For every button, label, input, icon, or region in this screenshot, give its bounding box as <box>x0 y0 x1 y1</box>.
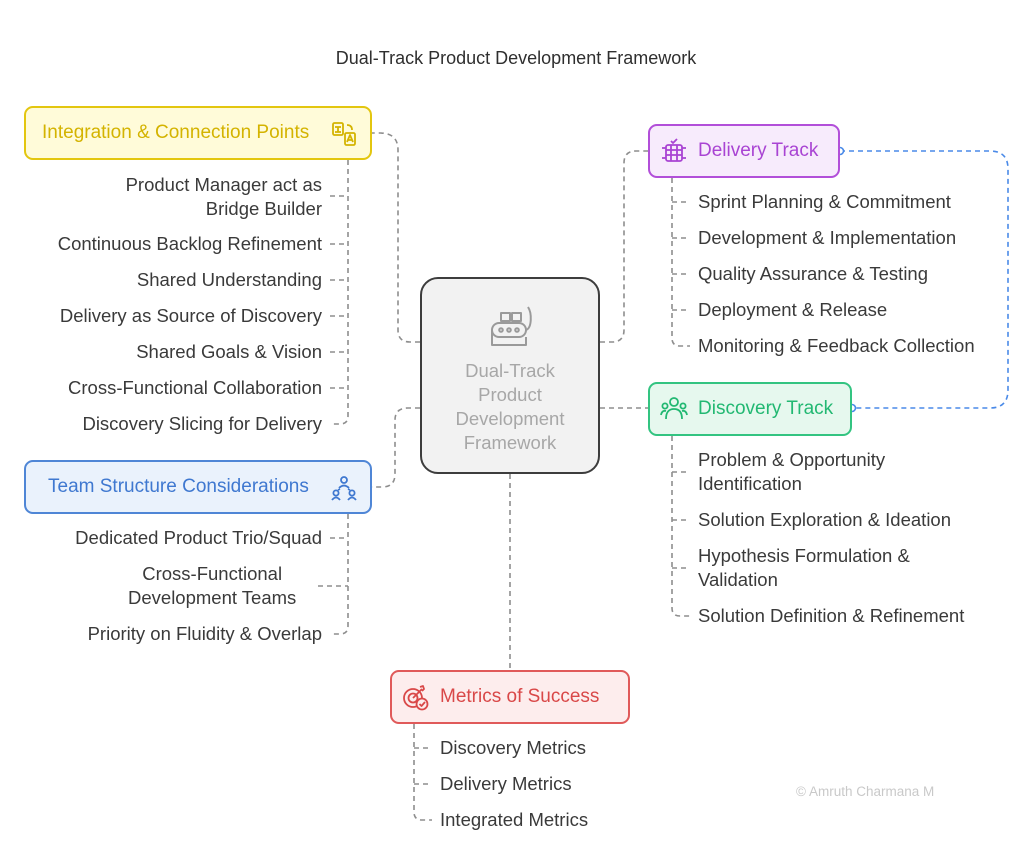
discovery-track-label: Discovery Track <box>698 398 834 419</box>
team-structure-label: Team Structure Considerations <box>48 476 309 497</box>
list-item: Quality Assurance & Testing <box>698 263 929 284</box>
list-item: Hypothesis Formulation & Validation <box>698 545 910 590</box>
list-item: Solution Exploration & Ideation <box>698 509 952 530</box>
list-item: Monitoring & Feedback Collection <box>698 335 975 356</box>
center-line: Product <box>478 384 542 405</box>
list-item: Solution Definition & Refinement <box>698 605 965 626</box>
center-node: Dual-Track Product Development Framework <box>420 277 600 474</box>
credit-text: © Amruth Charmana M <box>796 784 935 799</box>
list-item: Sprint Planning & Commitment <box>698 191 951 212</box>
integration-label: Integration & Connection Points <box>42 122 310 143</box>
target-check-icon <box>403 685 429 711</box>
list-item: Delivery as Source of Discovery <box>59 305 322 326</box>
center-line: Dual-Track <box>465 360 555 381</box>
discovery-track-box: Discovery Track <box>648 382 852 436</box>
team-structure-box: Team Structure Considerations <box>24 460 372 514</box>
list-item: Continuous Backlog Refinement <box>57 233 322 254</box>
list-item: Priority on Fluidity & Overlap <box>87 623 322 644</box>
list-item: Discovery Slicing for Delivery <box>82 413 322 434</box>
metrics-box: Metrics of Success <box>390 670 630 724</box>
list-item: Dedicated Product Trio/Squad <box>75 527 322 548</box>
translation-icon <box>332 122 356 146</box>
list-item: Shared Understanding <box>136 269 322 290</box>
center-line: Framework <box>463 432 557 453</box>
conveyor-belt-icon <box>491 306 532 346</box>
list-item: Product Manager act as Bridge Builder <box>125 174 322 219</box>
list-item: Development & Implementation <box>698 227 957 248</box>
center-line: Development <box>455 408 565 429</box>
metrics-label: Metrics of Success <box>440 686 600 707</box>
list-item: Shared Goals & Vision <box>136 341 322 362</box>
delivery-track-label: Delivery Track <box>698 140 819 161</box>
integration-box: Integration & Connection Points <box>24 106 372 160</box>
list-item: Problem & Opportunity Identification <box>698 449 886 494</box>
users-icon <box>660 397 688 420</box>
list-item: Discovery Metrics <box>440 737 586 758</box>
server-icon <box>662 138 686 162</box>
list-item: Cross-Functional Development Teams <box>128 563 297 608</box>
diagram-title: Dual-Track Product Development Framework <box>335 48 697 68</box>
team-hierarchy-icon <box>331 476 357 501</box>
list-item: Cross-Functional Collaboration <box>68 377 322 398</box>
delivery-track-box: Delivery Track <box>648 124 840 178</box>
list-item: Integrated Metrics <box>440 809 589 830</box>
list-item: Deployment & Release <box>698 299 888 320</box>
list-item: Delivery Metrics <box>440 773 572 794</box>
